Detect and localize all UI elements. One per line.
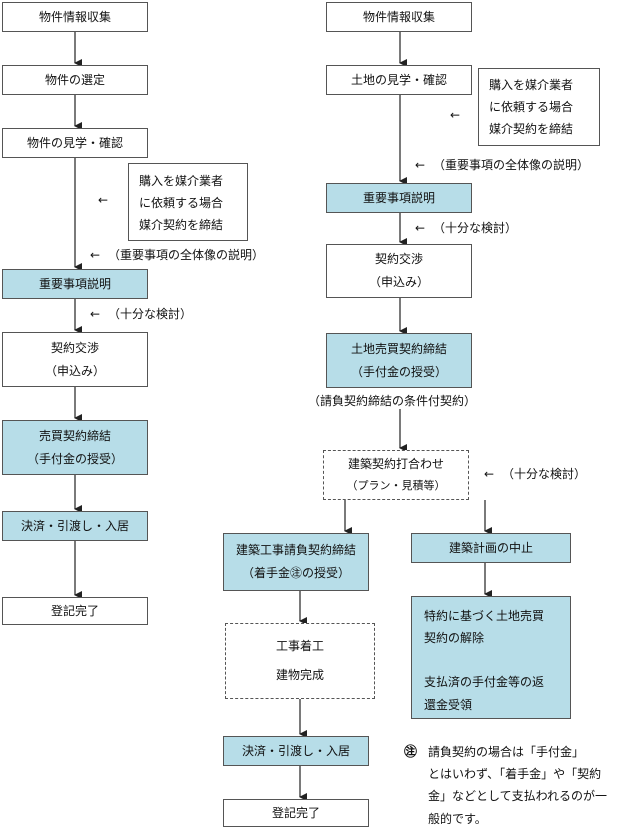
left-sale-contract-line: （手付金の授受） <box>26 451 123 466</box>
right-construction-contract-line: 建築工事請負契約締結 <box>235 543 356 558</box>
left-select-box: 物件の選定 <box>2 65 148 95</box>
right-construction-box: 工事着工 建物完成 <box>225 623 375 699</box>
right-cancel-detail-line: 還金受領 <box>424 697 473 712</box>
right-construction-contract-line: （着手金㊟の授受） <box>241 566 350 580</box>
footnote-mark: ㊟ <box>404 745 418 760</box>
right-visit-box: 土地の見学・確認 <box>326 65 472 95</box>
right-broker-note-line: に依頼する場合 <box>489 100 574 115</box>
left-arrow-icon: ← <box>90 248 101 262</box>
footnote-line: 金」などとして支払われるのが一 <box>428 789 608 804</box>
right-settle-box: 決済・引渡し・入居 <box>223 736 369 766</box>
left-visit-label: 物件の見学・確認 <box>26 135 123 150</box>
left-arrow-icon: ← <box>98 193 109 207</box>
right-cancel-detail-box: 特約に基づく土地売買 契約の解除 支払済の手付金等の返 還金受領 <box>411 596 571 719</box>
right-broker-note: 購入を媒介業者 に依頼する場合 媒介契約を締結 <box>478 68 600 146</box>
right-land-contract-box: 土地売買契約締結 （手付金の授受） <box>326 333 472 388</box>
footnote-line: とはいわず、「着手金」や「契約 <box>428 767 602 782</box>
left-register-box: 登記完了 <box>2 597 148 625</box>
right-conditional-note: （請負契約締結の条件付契約） <box>308 394 477 408</box>
right-collect-label: 物件情報収集 <box>362 9 435 24</box>
right-land-contract-line: 土地売買契約締結 <box>350 341 447 356</box>
left-negotiate-line: （申込み） <box>44 363 105 378</box>
right-review-note: （十分な検討） <box>433 221 518 235</box>
right-review-note-2: （十分な検討） <box>502 467 587 481</box>
right-cancel-detail-line: 支払済の手付金等の返 <box>424 675 545 690</box>
left-broker-note-line: 購入を媒介業者 <box>139 174 224 188</box>
right-cancel-plan-box: 建築計画の中止 <box>411 533 571 563</box>
right-explain-note: （重要事項の全体像の説明） <box>433 158 590 172</box>
left-broker-note-line: 媒介契約を締結 <box>139 218 224 233</box>
left-sale-contract-box: 売買契約締結 （手付金の授受） <box>2 420 148 475</box>
right-register-box: 登記完了 <box>223 799 369 827</box>
right-build-meeting-line: 建築契約打合わせ <box>347 457 444 472</box>
right-construction-contract-box: 建築工事請負契約締結 （着手金㊟の授受） <box>223 533 369 591</box>
right-arrow-icon: ← <box>415 158 426 172</box>
right-construction-line: 工事着工 <box>275 639 324 654</box>
right-construction-line: 建物完成 <box>275 668 324 682</box>
left-register-label: 登記完了 <box>50 603 99 618</box>
right-cancel-plan-label: 建築計画の中止 <box>448 540 533 555</box>
left-sale-contract-line: 売買契約締結 <box>38 428 111 443</box>
right-visit-label: 土地の見学・確認 <box>350 72 447 87</box>
left-explain-note: （重要事項の全体像の説明） <box>108 248 265 262</box>
left-negotiate-line: 契約交渉 <box>50 340 99 355</box>
left-visit-box: 物件の見学・確認 <box>2 128 148 158</box>
left-important-label: 重要事項説明 <box>38 276 111 291</box>
right-arrow-icon: ← <box>484 467 495 481</box>
right-broker-note-line: 購入を媒介業者 <box>489 78 574 92</box>
footnote-text: 請負契約の場合は「手付金」 とはいわず、「着手金」や「契約 金」などとして支払わ… <box>428 741 618 830</box>
right-negotiate-line: （申込み） <box>368 275 429 289</box>
left-settle-label: 決済・引渡し・入居 <box>20 518 129 533</box>
left-collect-label: 物件情報収集 <box>38 9 111 24</box>
left-settle-box: 決済・引渡し・入居 <box>2 511 148 541</box>
right-cancel-detail-line <box>424 649 564 671</box>
right-arrow-icon: ← <box>450 108 461 122</box>
left-negotiate-box: 契約交渉 （申込み） <box>2 332 148 387</box>
left-collect-box: 物件情報収集 <box>2 2 148 32</box>
right-land-contract-line: （手付金の授受） <box>350 364 447 379</box>
right-register-label: 登記完了 <box>271 805 320 820</box>
right-build-meeting-line: （プラン・見積等） <box>346 478 446 492</box>
left-select-label: 物件の選定 <box>44 72 105 87</box>
left-broker-note-line: に依頼する場合 <box>139 196 224 211</box>
footnote-line: 般的です。 <box>428 811 487 826</box>
right-arrow-icon: ← <box>415 221 426 235</box>
left-review-note: （十分な検討） <box>108 307 193 321</box>
right-important-box: 重要事項説明 <box>326 183 472 213</box>
left-broker-note: 購入を媒介業者 に依頼する場合 媒介契約を締結 <box>128 163 248 241</box>
left-important-box: 重要事項説明 <box>2 269 148 299</box>
right-cancel-detail-line: 特約に基づく土地売買 <box>424 609 545 623</box>
right-settle-label: 決済・引渡し・入居 <box>241 743 350 758</box>
right-important-label: 重要事項説明 <box>362 190 435 205</box>
footnote-line: 請負契約の場合は「手付金」 <box>428 745 585 759</box>
left-arrow-icon: ← <box>90 307 101 321</box>
right-cancel-detail-line: 契約の解除 <box>424 631 485 646</box>
right-broker-note-line: 媒介契約を締結 <box>489 122 574 137</box>
right-negotiate-box: 契約交渉 （申込み） <box>326 244 472 298</box>
right-collect-box: 物件情報収集 <box>326 2 472 32</box>
right-build-meeting-box: 建築契約打合わせ （プラン・見積等） <box>323 450 469 500</box>
right-negotiate-line: 契約交渉 <box>374 252 423 267</box>
